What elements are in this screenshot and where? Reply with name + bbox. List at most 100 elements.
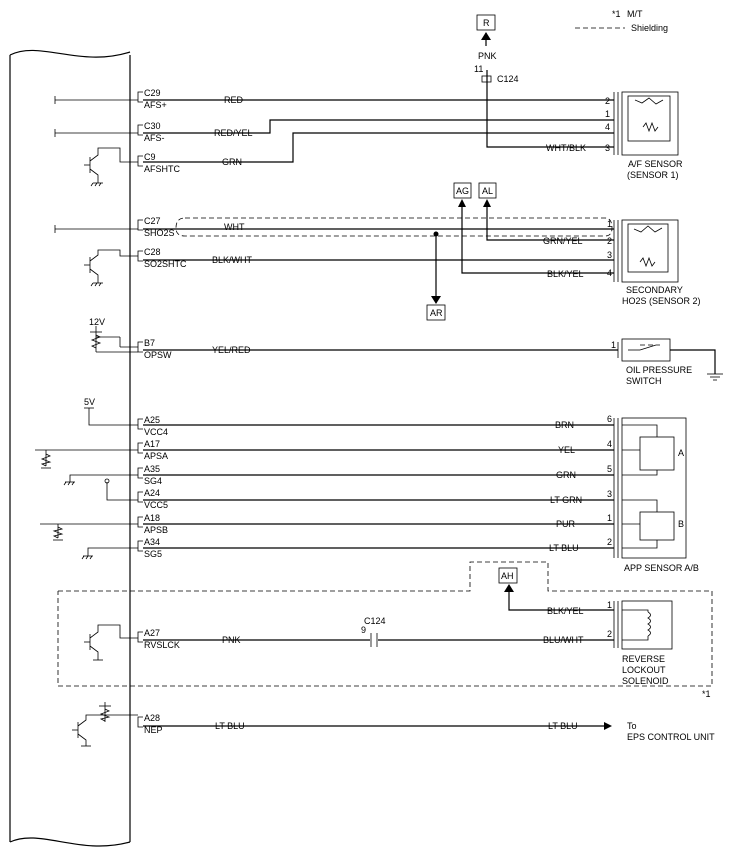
supply-5v-label: 5V [84, 397, 95, 407]
af-sensor-sublabel: (SENSOR 1) [627, 170, 679, 180]
wire-pnk-rvs: PNK [222, 635, 241, 645]
app-pin-3: 3 [607, 489, 612, 499]
signal-apsb: APSB [144, 525, 168, 535]
oil-switch-sublabel: SWITCH [626, 376, 662, 386]
wire-blk-yel-ho2s: BLK/YEL [547, 269, 584, 279]
nep-wiring: LT BLU LT BLU To EPS CONTROL UNIT [143, 721, 715, 742]
af-sensor-label: A/F SENSOR [628, 159, 683, 169]
wire-lt-blu-nep: LT BLU [215, 721, 245, 731]
ref-ag-box [453, 182, 472, 199]
wire-pnk-top: PNK [478, 51, 497, 61]
solenoid-label-1: REVERSE [622, 654, 665, 664]
app-element-a [639, 436, 675, 471]
pin-c30: C30 [144, 121, 161, 131]
wire-blu-wht: BLU/WHT [543, 635, 584, 645]
legend-note-mark: *1 [612, 9, 621, 19]
app-sensor-label: APP SENSOR A/B [624, 563, 699, 573]
mt-region: *1 [57, 561, 713, 699]
wire-wht: WHT [224, 222, 245, 232]
signal-apsa: APSA [144, 451, 168, 461]
app-pin-4: 4 [607, 439, 612, 449]
wire-yel: YEL [558, 445, 575, 455]
af-sensor: 2 1 4 3 A/F SENSOR (SENSOR 1) [605, 91, 683, 180]
c124-bottom-name: C124 [364, 616, 386, 626]
ecm-block [9, 49, 131, 847]
ref-ah-box [498, 567, 518, 584]
ref-r-label: R [483, 18, 490, 28]
pin-a24: A24 [144, 488, 160, 498]
app-sensor-wiring: BRN YEL GRN LT GRN PUR LT BLU [143, 420, 614, 553]
ho2s-refs: AG AL [453, 182, 497, 207]
reverse-lockout-solenoid: 1 2 REVERSE LOCKOUT SOLENOID [607, 600, 673, 686]
sol-pin-2: 2 [607, 629, 612, 639]
ref-ag-label: AG [456, 186, 469, 196]
pin-a28: A28 [144, 713, 160, 723]
wire-yel-red: YEL/RED [212, 345, 251, 355]
ref-r-box [476, 14, 496, 31]
legend: *1 M/T Shielding [575, 9, 668, 33]
signal-afs-minus: AFS- [144, 133, 165, 143]
pin-a27: A27 [144, 628, 160, 638]
signal-rvslck: RVSLCK [144, 640, 180, 650]
app-pin-5: 5 [607, 464, 612, 474]
signal-opsw: OPSW [144, 350, 172, 360]
wire-grn-yel: GRN/YEL [543, 236, 583, 246]
ref-r-group: R 11 C124 [474, 14, 519, 84]
ho2s-pin-2: 2 [607, 236, 612, 246]
ho2s-pin-1: 1 [607, 219, 612, 229]
ho2s-label: SECONDARY [626, 285, 683, 295]
wire-red-yel: RED/YEL [214, 128, 253, 138]
af-pin-4: 4 [605, 122, 610, 132]
pin-b7: B7 [144, 338, 155, 348]
c124-top-pin: 11 [474, 64, 483, 74]
ref-al-box [478, 182, 497, 199]
app-a-label: A [678, 448, 684, 458]
pin-a17: A17 [144, 439, 160, 449]
af-pin-2: 2 [605, 96, 610, 106]
wire-lt-blu-eps: LT BLU [548, 721, 578, 731]
oil-pressure-switch: YEL/RED 1 OIL PRESSURE SWITCH [143, 338, 723, 386]
wire-grn: GRN [222, 157, 242, 167]
af-sensor-wiring: RED RED/YEL GRN WHT/BLK PNK [143, 51, 614, 167]
c124-top-connector [481, 75, 492, 83]
oil-switch-label: OIL PRESSURE [626, 365, 692, 375]
signal-afshtc: AFSHTC [144, 164, 181, 174]
shield-sho2s [175, 217, 613, 237]
rvslck-wiring: AH BLK/YEL 9 C124 PNK BLU/WHT [143, 567, 614, 647]
app-element-b [639, 511, 675, 541]
app-pin-1: 1 [607, 513, 612, 523]
wire-blk-wht: BLK/WHT [212, 255, 253, 265]
signal-afs-plus: AFS+ [144, 100, 167, 110]
supply-12v-label: 12V [89, 317, 105, 327]
app-sensor: A B 6 4 5 3 1 2 APP SENSOR A/B [607, 414, 699, 573]
wire-grn-app: GRN [556, 470, 576, 480]
pin-a25: A25 [144, 415, 160, 425]
signal-vcc4: VCC4 [144, 427, 168, 437]
mt-region-mark: *1 [702, 689, 711, 699]
af-pin-1: 1 [605, 109, 610, 119]
ho2s-pin-4: 4 [607, 268, 612, 278]
app-pin-2: 2 [607, 537, 612, 547]
legend-note-text: M/T [627, 9, 643, 19]
signal-sg5: SG5 [144, 549, 162, 559]
ecm-pin-labels: C29 AFS+ C30 AFS- C9 AFSHTC C27 SHO2S C2… [144, 88, 187, 735]
pin-a34: A34 [144, 537, 160, 547]
ecm-internal-circuits: 12V 5V [35, 96, 138, 747]
ho2s-wiring: WHT GRN/YEL BLK/WHT BLK/YEL AR [143, 207, 614, 321]
ref-ar-box [426, 304, 446, 321]
signal-nep: NEP [144, 725, 163, 735]
ref-al-label: AL [482, 186, 493, 196]
eps-to-label: To [627, 721, 637, 731]
pin-a18: A18 [144, 513, 160, 523]
c124-top-name: C124 [497, 74, 519, 84]
wire-lt-blu-app: LT BLU [549, 543, 579, 553]
af-pin-3: 3 [605, 143, 610, 153]
ref-ar-label: AR [430, 308, 443, 318]
wire-brn: BRN [555, 420, 574, 430]
app-pin-6: 6 [607, 414, 612, 424]
wire-red: RED [224, 95, 244, 105]
solenoid-label-3: SOLENOID [622, 676, 669, 686]
sol-pin-1: 1 [607, 600, 612, 610]
eps-unit-label: EPS CONTROL UNIT [627, 732, 715, 742]
